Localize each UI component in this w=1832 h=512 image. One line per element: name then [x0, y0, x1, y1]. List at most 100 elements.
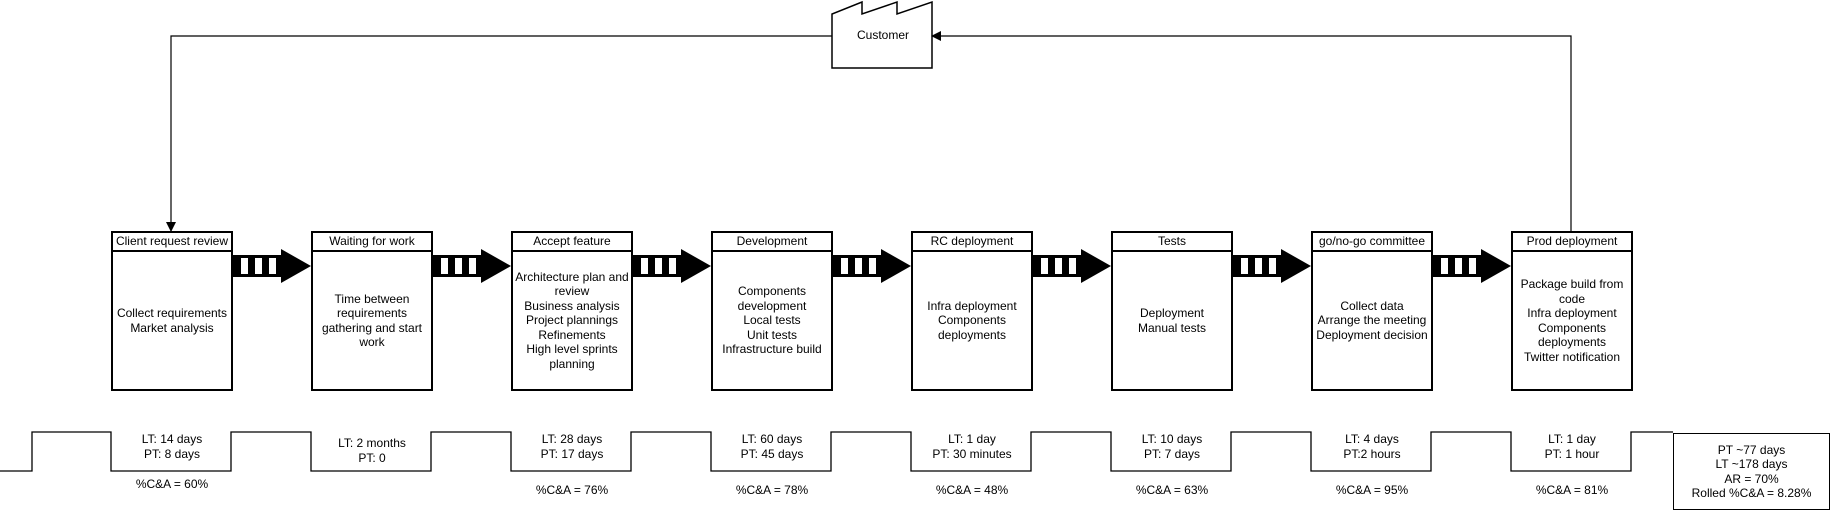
- timeline-ladder: [0, 431, 1673, 472]
- process-title: Accept feature: [513, 233, 631, 252]
- process-title: RC deployment: [913, 233, 1031, 252]
- process-description-line: Collect data: [1340, 298, 1404, 313]
- metric-cna: %C&A = 48%: [935, 483, 1009, 497]
- metric-pt: PT: 17 days: [540, 446, 604, 461]
- process-description-line: Unit tests: [746, 327, 797, 342]
- process-description-line: code: [1558, 291, 1586, 306]
- metric-pt: PT:2 hours: [1343, 446, 1401, 461]
- metric-lt: LT: 2 months: [338, 436, 406, 450]
- process-description-line: Deployment decision: [1316, 327, 1428, 342]
- process-description-line: planning: [549, 356, 595, 371]
- process-description-line: review: [554, 284, 590, 299]
- summary-ar: AR = 70%: [1724, 471, 1779, 486]
- process-description-line: Infrastructure build: [722, 342, 822, 357]
- metric-lt: LT: 1 day: [948, 432, 996, 446]
- metric-lt: LT: 1 day: [1548, 432, 1596, 446]
- process-description-line: Components: [937, 313, 1007, 328]
- metric-pt: PT: 7 days: [1143, 446, 1201, 461]
- process-description-line: gathering and start: [321, 320, 423, 335]
- process-description-line: Local tests: [743, 313, 801, 328]
- process-description-line: Package build from: [1520, 277, 1624, 291]
- process-title: Prod deployment: [1513, 233, 1631, 252]
- summary-lt: LT ~178 days: [1715, 457, 1788, 471]
- process-description-line: Manual tests: [1137, 320, 1207, 335]
- process-description-line: requirements: [336, 306, 408, 320]
- process-description-line: Components: [737, 284, 807, 299]
- process-description-line: Business analysis: [524, 298, 620, 313]
- metric-lt: LT: 10 days: [1141, 432, 1203, 446]
- process-description-line: deployments: [1537, 335, 1607, 349]
- process-description-line: Infra deployment: [1527, 306, 1617, 320]
- process-description-line: Twitter notification: [1523, 349, 1621, 364]
- metric-cna: %C&A = 81%: [1535, 483, 1609, 497]
- push-arrow: [233, 249, 311, 283]
- process-description-line: Collect requirements: [116, 306, 228, 320]
- metric-lt: LT: 4 days: [1345, 432, 1399, 446]
- push-arrow: [1433, 249, 1511, 283]
- customer-to-first-process-line: [166, 35, 832, 232]
- process-description-line: Arrange the meeting: [1317, 313, 1427, 328]
- metric-pt: PT: 30 minutes: [932, 446, 1012, 461]
- customer-factory-icon: [831, 0, 933, 69]
- process-title: Waiting for work: [313, 233, 431, 252]
- summary-rolled-cna: Rolled %C&A = 8.28%: [1691, 486, 1812, 500]
- customer-label: Customer: [856, 28, 909, 42]
- process-description-line: development: [737, 298, 807, 313]
- process-description-line: Project plannings: [525, 313, 619, 328]
- push-arrow: [833, 249, 911, 283]
- process-description-line: Deployment: [1139, 306, 1205, 320]
- push-arrow: [1033, 249, 1111, 283]
- process-description-line: Architecture plan and: [515, 269, 629, 284]
- process-description-line: Refinements: [538, 327, 606, 342]
- metric-lt: LT: 14 days: [141, 432, 203, 446]
- metric-cna: %C&A = 63%: [1135, 483, 1209, 497]
- metric-cna: %C&A = 95%: [1335, 483, 1409, 497]
- process-title: Development: [713, 233, 831, 252]
- metric-pt: PT: 45 days: [740, 446, 804, 461]
- metric-cna: %C&A = 78%: [735, 483, 809, 497]
- push-arrow: [633, 249, 711, 283]
- push-arrow: [1233, 249, 1311, 283]
- metric-pt: PT: 8 days: [143, 446, 201, 461]
- process-description-line: Infra deployment: [927, 298, 1017, 313]
- process-title: Tests: [1113, 233, 1231, 252]
- process-description-line: Components: [1537, 320, 1607, 335]
- metric-pt: PT: 0: [358, 450, 386, 465]
- process-description-line: High level sprints: [526, 342, 618, 357]
- process-description-line: work: [359, 335, 385, 349]
- metric-lt: LT: 28 days: [541, 432, 603, 446]
- process-title: Client request review: [113, 233, 231, 252]
- summary-box: PT ~77 days LT ~178 days AR = 70% Rolled…: [1673, 433, 1830, 510]
- process-description-line: deployments: [937, 327, 1007, 342]
- metric-pt: PT: 1 hour: [1544, 446, 1600, 461]
- process-description-line: Market analysis: [130, 320, 214, 335]
- process-title: go/no-go committee: [1313, 233, 1431, 252]
- summary-pt: PT ~77 days: [1717, 442, 1786, 457]
- metric-cna: %C&A = 60%: [135, 477, 209, 491]
